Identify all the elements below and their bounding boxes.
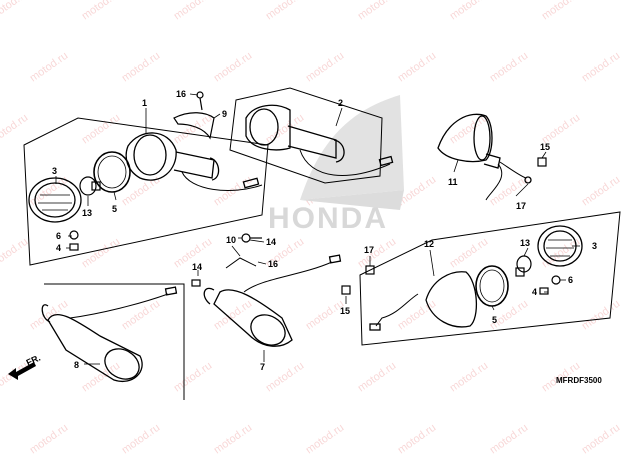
- watermark-text: motod.ru: [0, 236, 30, 271]
- callout-14: 14: [266, 237, 276, 247]
- watermark-text: motod.ru: [356, 236, 398, 271]
- screw-15-mid: [341, 285, 351, 295]
- watermark-text: motod.ru: [304, 422, 346, 457]
- callout-5-right: 5: [492, 315, 497, 325]
- callout-15-mid: 15: [340, 306, 350, 316]
- watermark-text: motod.ru: [356, 0, 398, 22]
- leader-lines: [55, 93, 580, 365]
- watermark-text: motod.ru: [396, 50, 438, 85]
- watermark-text: motod.ru: [80, 112, 122, 147]
- watermark-text: motod.ru: [212, 298, 254, 333]
- watermark-text: motod.ru: [356, 360, 398, 395]
- callout-16: 16: [176, 89, 186, 99]
- callout-labels: 1 2 3 3 4 4 5 5 6 6 7 8 9 10 11 12 13 13…: [52, 89, 597, 372]
- bulb-13-right: [515, 255, 532, 277]
- callout-14-lower: 14: [192, 262, 202, 272]
- bolt-10: [241, 233, 262, 243]
- callout-7: 7: [260, 362, 265, 372]
- watermark-text: motod.ru: [0, 0, 30, 22]
- callout-17-right: 17: [364, 245, 374, 255]
- honda-wordmark: HONDA: [268, 202, 388, 235]
- screw-15-upper: [537, 157, 547, 167]
- watermark-text: motod.ru: [120, 422, 162, 457]
- diagram-code: MFRDF3500: [556, 376, 602, 385]
- front-arrow-label: FR.: [25, 353, 42, 368]
- watermark-text: motod.ru: [264, 360, 306, 395]
- frame-part-12: [359, 211, 621, 346]
- watermark-text: motod.ru: [212, 50, 254, 85]
- watermark-text: motod.ru: [448, 0, 490, 22]
- nut-4-right: [539, 287, 549, 295]
- watermark-text: motod.ru: [172, 0, 214, 22]
- watermark-text: motod.ru: [264, 0, 306, 22]
- rim-5: [93, 151, 131, 193]
- callout-3: 3: [52, 166, 57, 176]
- watermark-text: motod.ru: [28, 50, 70, 85]
- watermark-text: motod.ru: [28, 422, 70, 457]
- callout-2: 2: [338, 98, 343, 108]
- callout-15: 15: [540, 142, 550, 152]
- watermark-text: motod.ru: [448, 236, 490, 271]
- callout-6-right: 6: [568, 275, 573, 285]
- watermark-text: motod.ru: [580, 298, 622, 333]
- watermark-text: motod.ru: [172, 112, 214, 147]
- watermark-text: motod.ru: [488, 422, 530, 457]
- turn-signal-12: [369, 271, 478, 331]
- callout-9: 9: [222, 109, 227, 119]
- callout-4: 4: [56, 243, 61, 253]
- bulb-13: [79, 176, 101, 196]
- turn-signal-8: [41, 286, 178, 382]
- watermark-text: motod.ru: [580, 174, 622, 209]
- watermark-text: motod.ru: [396, 298, 438, 333]
- callout-12: 12: [424, 239, 434, 249]
- nut-4: [69, 243, 79, 251]
- nut-14-lower: [191, 279, 201, 287]
- watermark-text: motod.ru: [120, 50, 162, 85]
- watermark-text: motod.ru: [172, 360, 214, 395]
- rim-5-right: [475, 265, 509, 307]
- watermark-text: motod.ru: [212, 174, 254, 209]
- callout-5: 5: [112, 204, 117, 214]
- callout-10: 10: [226, 235, 236, 245]
- watermark-text: motod.ru: [304, 50, 346, 85]
- watermark-text: motod.ru: [0, 112, 30, 147]
- watermark-text: motod.ru: [396, 422, 438, 457]
- turn-signal-assy-2: [245, 104, 394, 176]
- frame-part-8: [44, 283, 185, 400]
- callout-16-lower: 16: [268, 259, 278, 269]
- watermark-text: motod.ru: [580, 422, 622, 457]
- watermark-text: motod.ru: [80, 0, 122, 22]
- callout-3-right: 3: [592, 241, 597, 251]
- callout-1: 1: [142, 98, 147, 108]
- watermark-text: motod.ru: [540, 0, 582, 22]
- watermark-text: motod.ru: [448, 360, 490, 395]
- callout-6: 6: [56, 231, 61, 241]
- screw-6: [69, 230, 79, 240]
- callout-4-right: 4: [532, 287, 537, 297]
- callout-17: 17: [516, 201, 526, 211]
- turn-signal-7: [203, 254, 342, 347]
- group-frames: [23, 87, 621, 400]
- callout-13: 13: [82, 208, 92, 218]
- front-arrow: [8, 362, 36, 380]
- callout-11: 11: [448, 177, 458, 187]
- watermark-text: motod.ru: [212, 422, 254, 457]
- screw-6-right: [551, 275, 561, 285]
- frame-part-1: [23, 117, 269, 266]
- watermark-text: motod.ru: [488, 50, 530, 85]
- callout-8: 8: [74, 360, 79, 370]
- turn-signal-11: [437, 113, 532, 201]
- watermark-text: motod.ru: [580, 50, 622, 85]
- frame-part-2: [229, 87, 383, 184]
- lens-3: [28, 177, 82, 223]
- callout-13-right: 13: [520, 238, 530, 248]
